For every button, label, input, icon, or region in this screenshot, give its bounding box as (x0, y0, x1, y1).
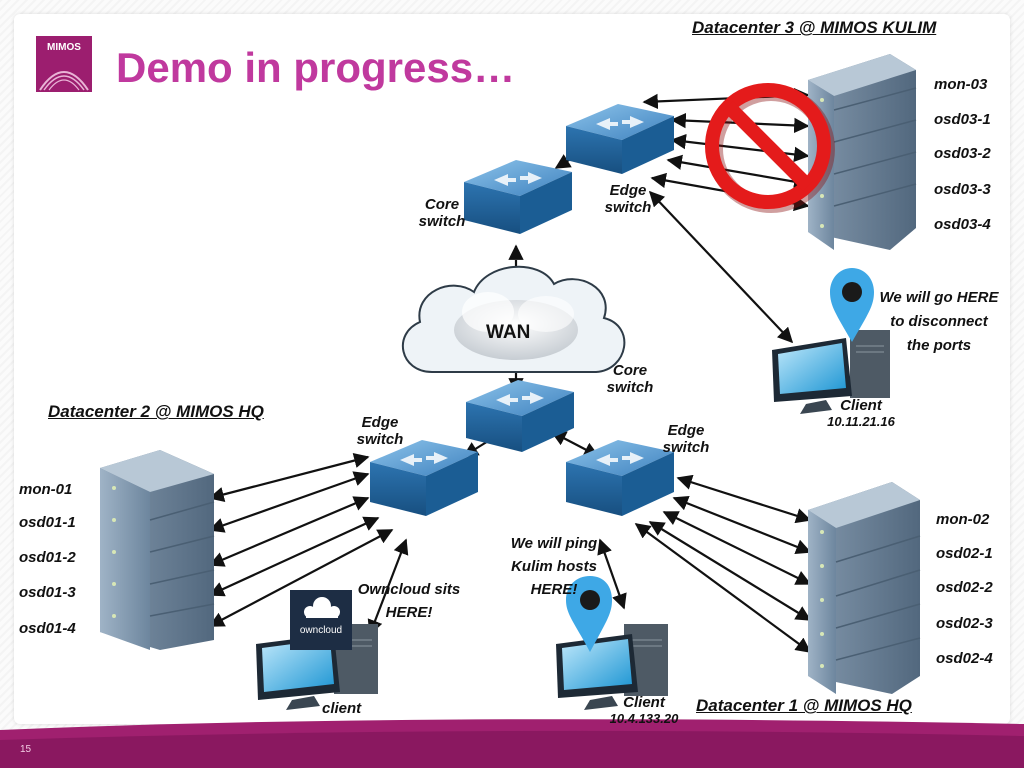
server-label-osd03-4: osd03-4 (934, 216, 991, 233)
owncloud-logo: owncloud (290, 590, 352, 650)
client-label-hq: Client 10.4.133.20 (609, 694, 679, 726)
edge-switch-dc3 (566, 104, 674, 174)
wan-cloud (402, 265, 626, 373)
link-osd02-1 (672, 495, 812, 555)
wan-label: WAN (486, 322, 531, 343)
slide-title: Demo in progress… (116, 44, 515, 91)
link-mon02 (676, 474, 812, 524)
link-osd02-4 (634, 523, 812, 653)
link-edge-client-kulim (648, 190, 794, 344)
ping-annotation: We will ping Kulim hosts HERE! (510, 535, 598, 598)
mimos-logo: MIMOS (36, 36, 92, 92)
disconnect-annotation: We will go HERE to disconnect the ports (879, 289, 999, 354)
server-label-osd02-2: osd02-2 (936, 579, 993, 596)
server-label-osd03-1: osd03-1 (934, 111, 991, 128)
server-label-osd02-1: osd02-1 (936, 545, 993, 562)
location-pin-hq (566, 576, 612, 652)
server-rack-dc2 (100, 450, 215, 650)
server-label-osd01-1: osd01-1 (19, 514, 76, 531)
server-label-osd03-3: osd03-3 (934, 181, 991, 198)
client-label-owncloud: client (322, 700, 362, 717)
location-pin-kulim (830, 268, 874, 342)
server-label-osd03-2: osd03-2 (934, 145, 991, 162)
prohibited-icon (705, 83, 835, 213)
edge-switch-dc2 (370, 440, 478, 516)
server-label-osd01-4: osd01-4 (19, 620, 76, 637)
logo-text: MIMOS (47, 42, 81, 53)
server-label-osd01-2: osd01-2 (19, 549, 76, 566)
client-computer-owncloud (256, 624, 378, 710)
server-rack-dc1 (808, 482, 921, 694)
owncloud-logo-text: owncloud (300, 625, 342, 636)
owncloud-annotation: Owncloud sits HERE! (357, 581, 461, 621)
page-number: 15 (20, 744, 32, 755)
link-edge-owncloud (367, 538, 409, 636)
link-osd03-2 (670, 133, 810, 163)
link-osd01-4 (208, 529, 394, 627)
server-label-osd02-3: osd02-3 (936, 615, 993, 632)
core-switch-hq (466, 380, 574, 452)
datacenter-2-heading: Datacenter 2 @ MIMOS HQ (48, 402, 264, 421)
link-osd01-1 (208, 471, 370, 533)
server-label-osd01-3: osd01-3 (19, 584, 76, 601)
server-label-mon-03: mon-03 (934, 76, 988, 93)
server-label-mon-02: mon-02 (936, 511, 990, 528)
client-computer-kulim (772, 330, 890, 414)
client-label-kulim: Client 10.11.21.16 (827, 397, 895, 429)
core-switch-dc3 (464, 160, 572, 234)
datacenter-1-heading: Datacenter 1 @ MIMOS HQ (696, 696, 912, 715)
datacenter-3-heading: Datacenter 3 @ MIMOS KULIM (692, 18, 937, 37)
link-mon01 (208, 453, 370, 502)
footer-band: 15 (0, 719, 1024, 768)
edge-switch-dc1 (566, 440, 674, 516)
server-label-osd02-4: osd02-4 (936, 650, 993, 667)
server-label-mon-01: mon-01 (19, 481, 73, 498)
link-edge-client-hq (597, 538, 627, 610)
client-computer-hq (556, 624, 668, 710)
